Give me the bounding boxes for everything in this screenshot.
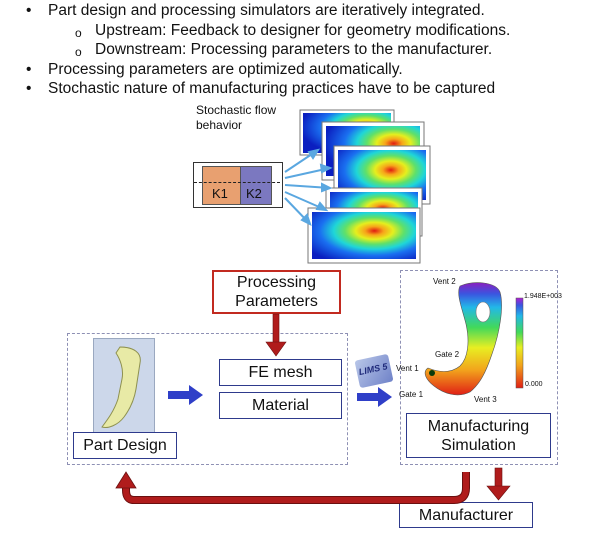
bullet-marker: •	[26, 61, 32, 78]
stochastic-flow-label: Stochastic flow behavior	[196, 103, 277, 132]
params-to-mesh-arrow	[265, 313, 287, 357]
bullet-text: Downstream: Processing parameters to the…	[95, 41, 493, 58]
processing-parameters-box: Processing Parameters	[212, 270, 341, 314]
vent1-label: Vent 1	[396, 364, 419, 373]
fe-mesh-box: FE mesh	[219, 359, 342, 386]
part-design-image	[93, 338, 155, 437]
bullet-item: • Stochastic nature of manufacturing pra…	[26, 80, 496, 98]
vent2-label: Vent 2	[433, 277, 456, 286]
gate1-label: Gate 1	[399, 390, 424, 399]
k-cell: K1 K2	[193, 162, 283, 208]
bullet-text: Part design and processing simulators ar…	[48, 2, 485, 19]
manufacturing-simulation-box: Manufacturing Simulation	[406, 413, 551, 458]
bullet-item: • Processing parameters are optimized au…	[26, 61, 403, 79]
design-frame	[67, 333, 348, 465]
design-to-mesh-arrow	[168, 385, 203, 405]
bullet-subitem: o Downstream: Processing parameters to t…	[75, 41, 493, 59]
bullet-item: • Part design and processing simulators …	[26, 2, 485, 20]
vent3-label: Vent 3	[474, 395, 497, 404]
k-dashdot-line	[194, 182, 280, 183]
feedback-loop-arrow	[115, 471, 470, 504]
bullet-marker: o	[75, 26, 82, 40]
scale-max-label: 1.948E+003	[524, 293, 562, 300]
k2-region	[240, 166, 272, 205]
simulation-to-manufacturer-arrow	[486, 467, 511, 501]
k1-label: K1	[212, 186, 228, 201]
k2-label: K2	[246, 186, 262, 201]
simulation-frame	[400, 270, 558, 465]
bullet-text: Processing parameters are optimized auto…	[48, 61, 403, 78]
bullet-text: Upstream: Feedback to designer for geome…	[95, 22, 511, 39]
bullet-text: Stochastic nature of manufacturing pract…	[48, 80, 496, 97]
manufacturer-box: Manufacturer	[399, 502, 533, 528]
bullet-marker: •	[26, 2, 32, 19]
material-to-simulation-arrow	[357, 387, 392, 407]
material-box: Material	[219, 392, 342, 419]
bullet-marker: o	[75, 45, 82, 59]
scale-min-label: 0.000	[525, 381, 543, 388]
bullet-marker: •	[26, 80, 32, 97]
simulation-image: Vent 2 1.948E+003 Gate 2 Vent 1 Gate 1 V…	[396, 276, 562, 404]
contour-plot-5	[307, 207, 421, 264]
gate2-label: Gate 2	[435, 350, 460, 359]
bullet-subitem: o Upstream: Feedback to designer for geo…	[75, 22, 511, 40]
part-design-box: Part Design	[73, 432, 177, 459]
fan-arrows	[284, 148, 333, 226]
k1-region	[202, 166, 241, 205]
